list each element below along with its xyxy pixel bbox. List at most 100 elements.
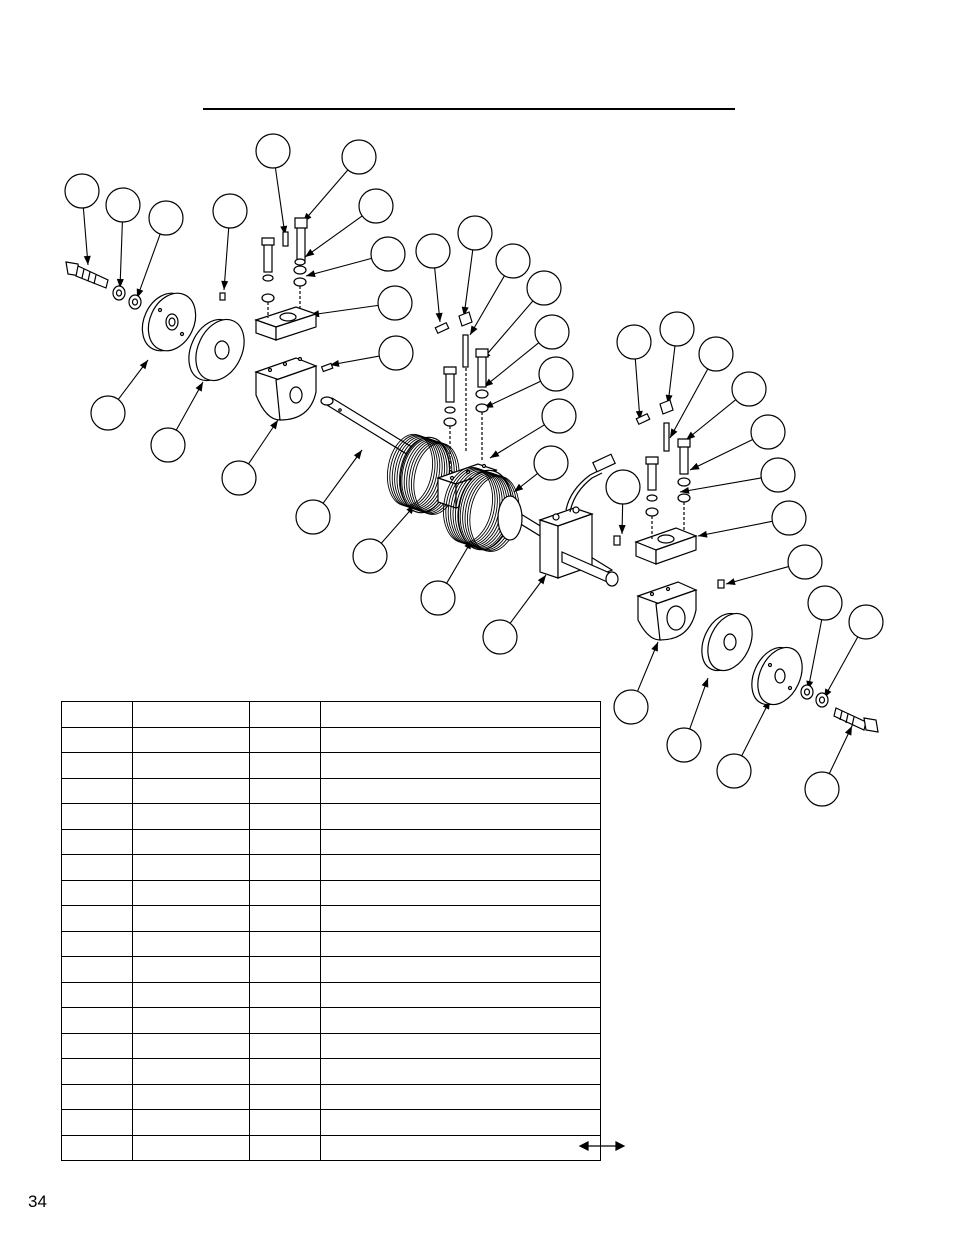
callout-leader (434, 267, 441, 323)
page-number: 34 (28, 1192, 47, 1211)
table-cell (320, 701, 601, 728)
sheave-right (443, 466, 523, 552)
callout-arrowhead (306, 270, 316, 278)
table-cell (320, 1134, 601, 1161)
callout-balloon (370, 236, 406, 272)
callout-arrowhead (435, 312, 443, 322)
callout-arrowhead (139, 360, 148, 370)
callout-balloon (358, 188, 394, 224)
table-cell (132, 803, 250, 830)
callout-leader (823, 636, 859, 699)
callout-balloon (666, 727, 702, 763)
table-cell (61, 828, 133, 855)
table-cell (132, 1109, 250, 1136)
callout-leader (274, 167, 286, 236)
callout-leader (469, 275, 505, 336)
flat-washer-right (800, 684, 814, 700)
table-cell (249, 726, 321, 753)
callout-balloon (716, 753, 752, 789)
callout-arrowhead (698, 530, 708, 538)
callout-balloon (295, 499, 331, 535)
callout-leader (669, 368, 709, 439)
table-cell (249, 1032, 321, 1059)
callout-balloon (352, 538, 388, 574)
callout-arrowhead (270, 420, 278, 430)
lock-washer-left (112, 285, 126, 301)
callout-balloon (495, 243, 531, 279)
table-cell (320, 1083, 601, 1110)
callout-leader (685, 399, 737, 441)
callout-arrowhead (680, 487, 690, 494)
callout-arrowhead (116, 278, 124, 288)
table-cell (320, 981, 601, 1008)
callout-leader (223, 227, 230, 291)
callout-balloon (541, 398, 577, 434)
table-cell (249, 854, 321, 881)
lock-washer-right (815, 692, 829, 708)
callout-leader (741, 699, 771, 757)
callout-balloon (150, 427, 186, 463)
callout-leader (689, 438, 753, 471)
table-cell (61, 1134, 133, 1161)
callout-balloon (377, 285, 413, 321)
table-cell (132, 930, 250, 957)
table-cell (61, 854, 133, 881)
callout-balloon (731, 371, 767, 407)
flat-washer-left (128, 294, 142, 310)
table-cell (249, 1007, 321, 1034)
callout-leader (481, 300, 534, 361)
table-cell (132, 1058, 250, 1085)
hex-bolt-right (833, 707, 879, 733)
table-cell (132, 981, 250, 1008)
callout-leader (309, 304, 379, 316)
callout-arrowhead (221, 280, 229, 290)
callout-balloon (90, 395, 126, 431)
table-cell (61, 879, 133, 906)
callout-balloon (420, 580, 456, 616)
table-cell (249, 752, 321, 779)
table-cell (249, 828, 321, 855)
table-row (61, 803, 601, 830)
table-cell (61, 803, 133, 830)
table-cell (132, 956, 250, 983)
callout-balloon (771, 500, 807, 536)
callout-balloon (212, 193, 248, 229)
callout-arrowhead (701, 678, 709, 688)
table-cell (320, 1032, 601, 1059)
callout-balloon (538, 356, 574, 392)
callout-leader (489, 424, 545, 459)
callout-arrowhead (490, 450, 500, 458)
table-cell (61, 1007, 133, 1034)
callout-balloon (526, 270, 562, 306)
callout-leader (305, 257, 372, 277)
table-cell (249, 701, 321, 728)
callout-leader (807, 619, 823, 691)
table-cell (249, 1109, 321, 1136)
callout-leader (463, 249, 474, 317)
callout-leader (322, 449, 363, 504)
callout-balloon (804, 771, 840, 807)
table-row (61, 1083, 601, 1110)
table-row (61, 981, 601, 1008)
table-cell (132, 1007, 250, 1034)
callout-arrowhead (195, 382, 203, 392)
callout-balloon (616, 324, 652, 360)
bearing-block-left (254, 306, 318, 421)
callout-balloon (255, 133, 291, 169)
table-cell (249, 1134, 321, 1161)
callout-leader (302, 169, 349, 223)
table-cell (61, 1032, 133, 1059)
callout-arrowhead (690, 462, 700, 470)
parts-list-table (61, 701, 601, 1161)
table-row (61, 956, 601, 983)
table-cell (132, 879, 250, 906)
callout-balloon (534, 314, 570, 350)
callout-group (64, 133, 884, 807)
sheave-left (387, 433, 460, 515)
callout-arrowhead (537, 575, 546, 585)
table-row (61, 1134, 601, 1161)
table-cell (61, 726, 133, 753)
table-cell (320, 1109, 601, 1136)
table-cell (320, 777, 601, 804)
